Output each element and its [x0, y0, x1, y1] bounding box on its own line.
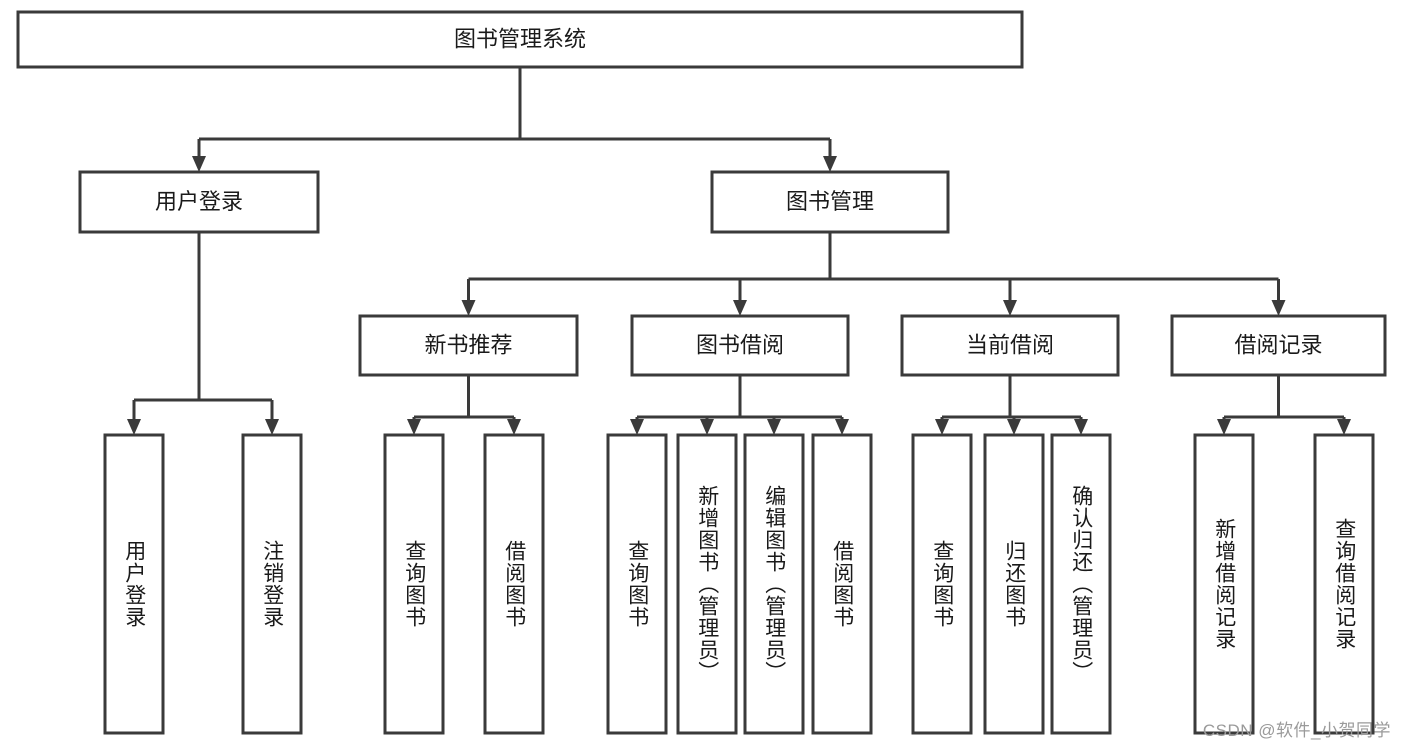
- conn-book-borrow-leaf-edit-book-arrowhead: [767, 419, 781, 435]
- conn-user-login-leaf-logout-login-arrowhead: [265, 419, 279, 435]
- node-book-borrow-rect[interactable]: [630, 314, 850, 377]
- conn-current-borrow-leaf-confirm-return-arrowhead: [1074, 419, 1088, 435]
- conn-borrow-record-leaf-query-record-arrowhead: [1337, 419, 1351, 435]
- node-book-borrow[interactable]: 图书借阅: [630, 314, 850, 377]
- node-book-manage[interactable]: 图书管理: [710, 170, 950, 234]
- node-leaf-add-book-rect[interactable]: [676, 433, 738, 735]
- node-current-borrow-rect[interactable]: [900, 314, 1120, 377]
- node-current-borrow[interactable]: 当前借阅: [900, 314, 1120, 377]
- node-new-book-recommend[interactable]: 新书推荐: [358, 314, 579, 377]
- node-leaf-add-record-rect[interactable]: [1193, 433, 1255, 735]
- node-leaf-user-login-rect[interactable]: [103, 433, 165, 735]
- node-leaf-edit-book[interactable]: [743, 433, 805, 735]
- node-leaf-add-book[interactable]: [676, 433, 738, 735]
- node-leaf-query-record[interactable]: [1313, 433, 1375, 735]
- node-book-manage-label: 图书管理: [786, 189, 874, 214]
- node-borrow-record-label: 借阅记录: [1234, 332, 1322, 357]
- node-leaf-query-book-1-rect[interactable]: [383, 433, 445, 735]
- connector-lines: [127, 67, 1351, 435]
- conn-book-borrow-leaf-query-book-2-arrowhead: [630, 419, 644, 435]
- node-user-login-rect[interactable]: [78, 170, 320, 234]
- node-borrow-record-rect[interactable]: [1170, 314, 1387, 377]
- node-leaf-user-login[interactable]: [103, 433, 165, 735]
- conn-borrow-record-leaf-add-record-arrowhead: [1217, 419, 1231, 435]
- conn-bm-current-borrow-arrowhead: [1003, 300, 1017, 316]
- conn-root-book-manage-arrowhead: [823, 156, 837, 172]
- conn-current-borrow-leaf-query-book-3-arrowhead: [935, 419, 949, 435]
- node-leaf-edit-book-rect[interactable]: [743, 433, 805, 735]
- node-user-login[interactable]: 用户登录: [78, 170, 320, 234]
- node-new-book-recommend-rect[interactable]: [358, 314, 579, 377]
- node-current-borrow-label: 当前借阅: [966, 332, 1054, 357]
- node-leaf-query-book-3[interactable]: [911, 433, 973, 735]
- conn-book-borrow-leaf-borrow-book-2-arrowhead: [835, 419, 849, 435]
- node-leaf-logout-login-rect[interactable]: [241, 433, 303, 735]
- node-leaf-add-record[interactable]: [1193, 433, 1255, 735]
- conn-user-login-leaf-user-login-arrowhead: [127, 419, 141, 435]
- node-leaf-query-book-1[interactable]: [383, 433, 445, 735]
- node-leaf-query-book-2-rect[interactable]: [606, 433, 668, 735]
- conn-bm-new-book-recommend-arrowhead: [461, 300, 476, 316]
- node-leaf-borrow-book-2-rect[interactable]: [811, 433, 873, 735]
- node-leaf-return-book[interactable]: [983, 433, 1045, 735]
- conn-root-user-login-arrowhead: [192, 156, 206, 172]
- node-leaf-query-book-3-rect[interactable]: [911, 433, 973, 735]
- node-leaf-query-record-rect[interactable]: [1313, 433, 1375, 735]
- node-root-label: 图书管理系统: [454, 26, 586, 51]
- node-book-manage-rect[interactable]: [710, 170, 950, 234]
- node-leaf-borrow-book-2[interactable]: [811, 433, 873, 735]
- conn-current-borrow-leaf-return-book-arrowhead: [1007, 419, 1021, 435]
- node-leaf-logout-login[interactable]: [241, 433, 303, 735]
- node-user-login-label: 用户登录: [155, 189, 243, 214]
- node-leaf-confirm-return-rect[interactable]: [1050, 433, 1112, 735]
- node-book-borrow-label: 图书借阅: [696, 332, 784, 357]
- node-root[interactable]: 图书管理系统: [16, 10, 1024, 69]
- conn-new-book-recommend-leaf-borrow-book-1-arrowhead: [507, 419, 521, 435]
- node-borrow-record[interactable]: 借阅记录: [1170, 314, 1387, 377]
- node-leaf-confirm-return[interactable]: [1050, 433, 1112, 735]
- node-leaf-borrow-book-1-rect[interactable]: [483, 433, 545, 735]
- conn-bm-book-borrow-arrowhead: [733, 300, 747, 316]
- node-leaf-query-book-2[interactable]: [606, 433, 668, 735]
- conn-new-book-recommend-leaf-query-book-1-arrowhead: [407, 419, 421, 435]
- conn-book-borrow-leaf-add-book-arrowhead: [700, 419, 714, 435]
- node-leaf-return-book-rect[interactable]: [983, 433, 1045, 735]
- node-leaf-borrow-book-1[interactable]: [483, 433, 545, 735]
- node-root-rect[interactable]: [16, 10, 1024, 69]
- node-new-book-recommend-label: 新书推荐: [424, 332, 512, 357]
- conn-bm-borrow-record-arrowhead: [1271, 300, 1286, 316]
- watermark-text: CSDN @软件_小贺同学: [1202, 721, 1391, 740]
